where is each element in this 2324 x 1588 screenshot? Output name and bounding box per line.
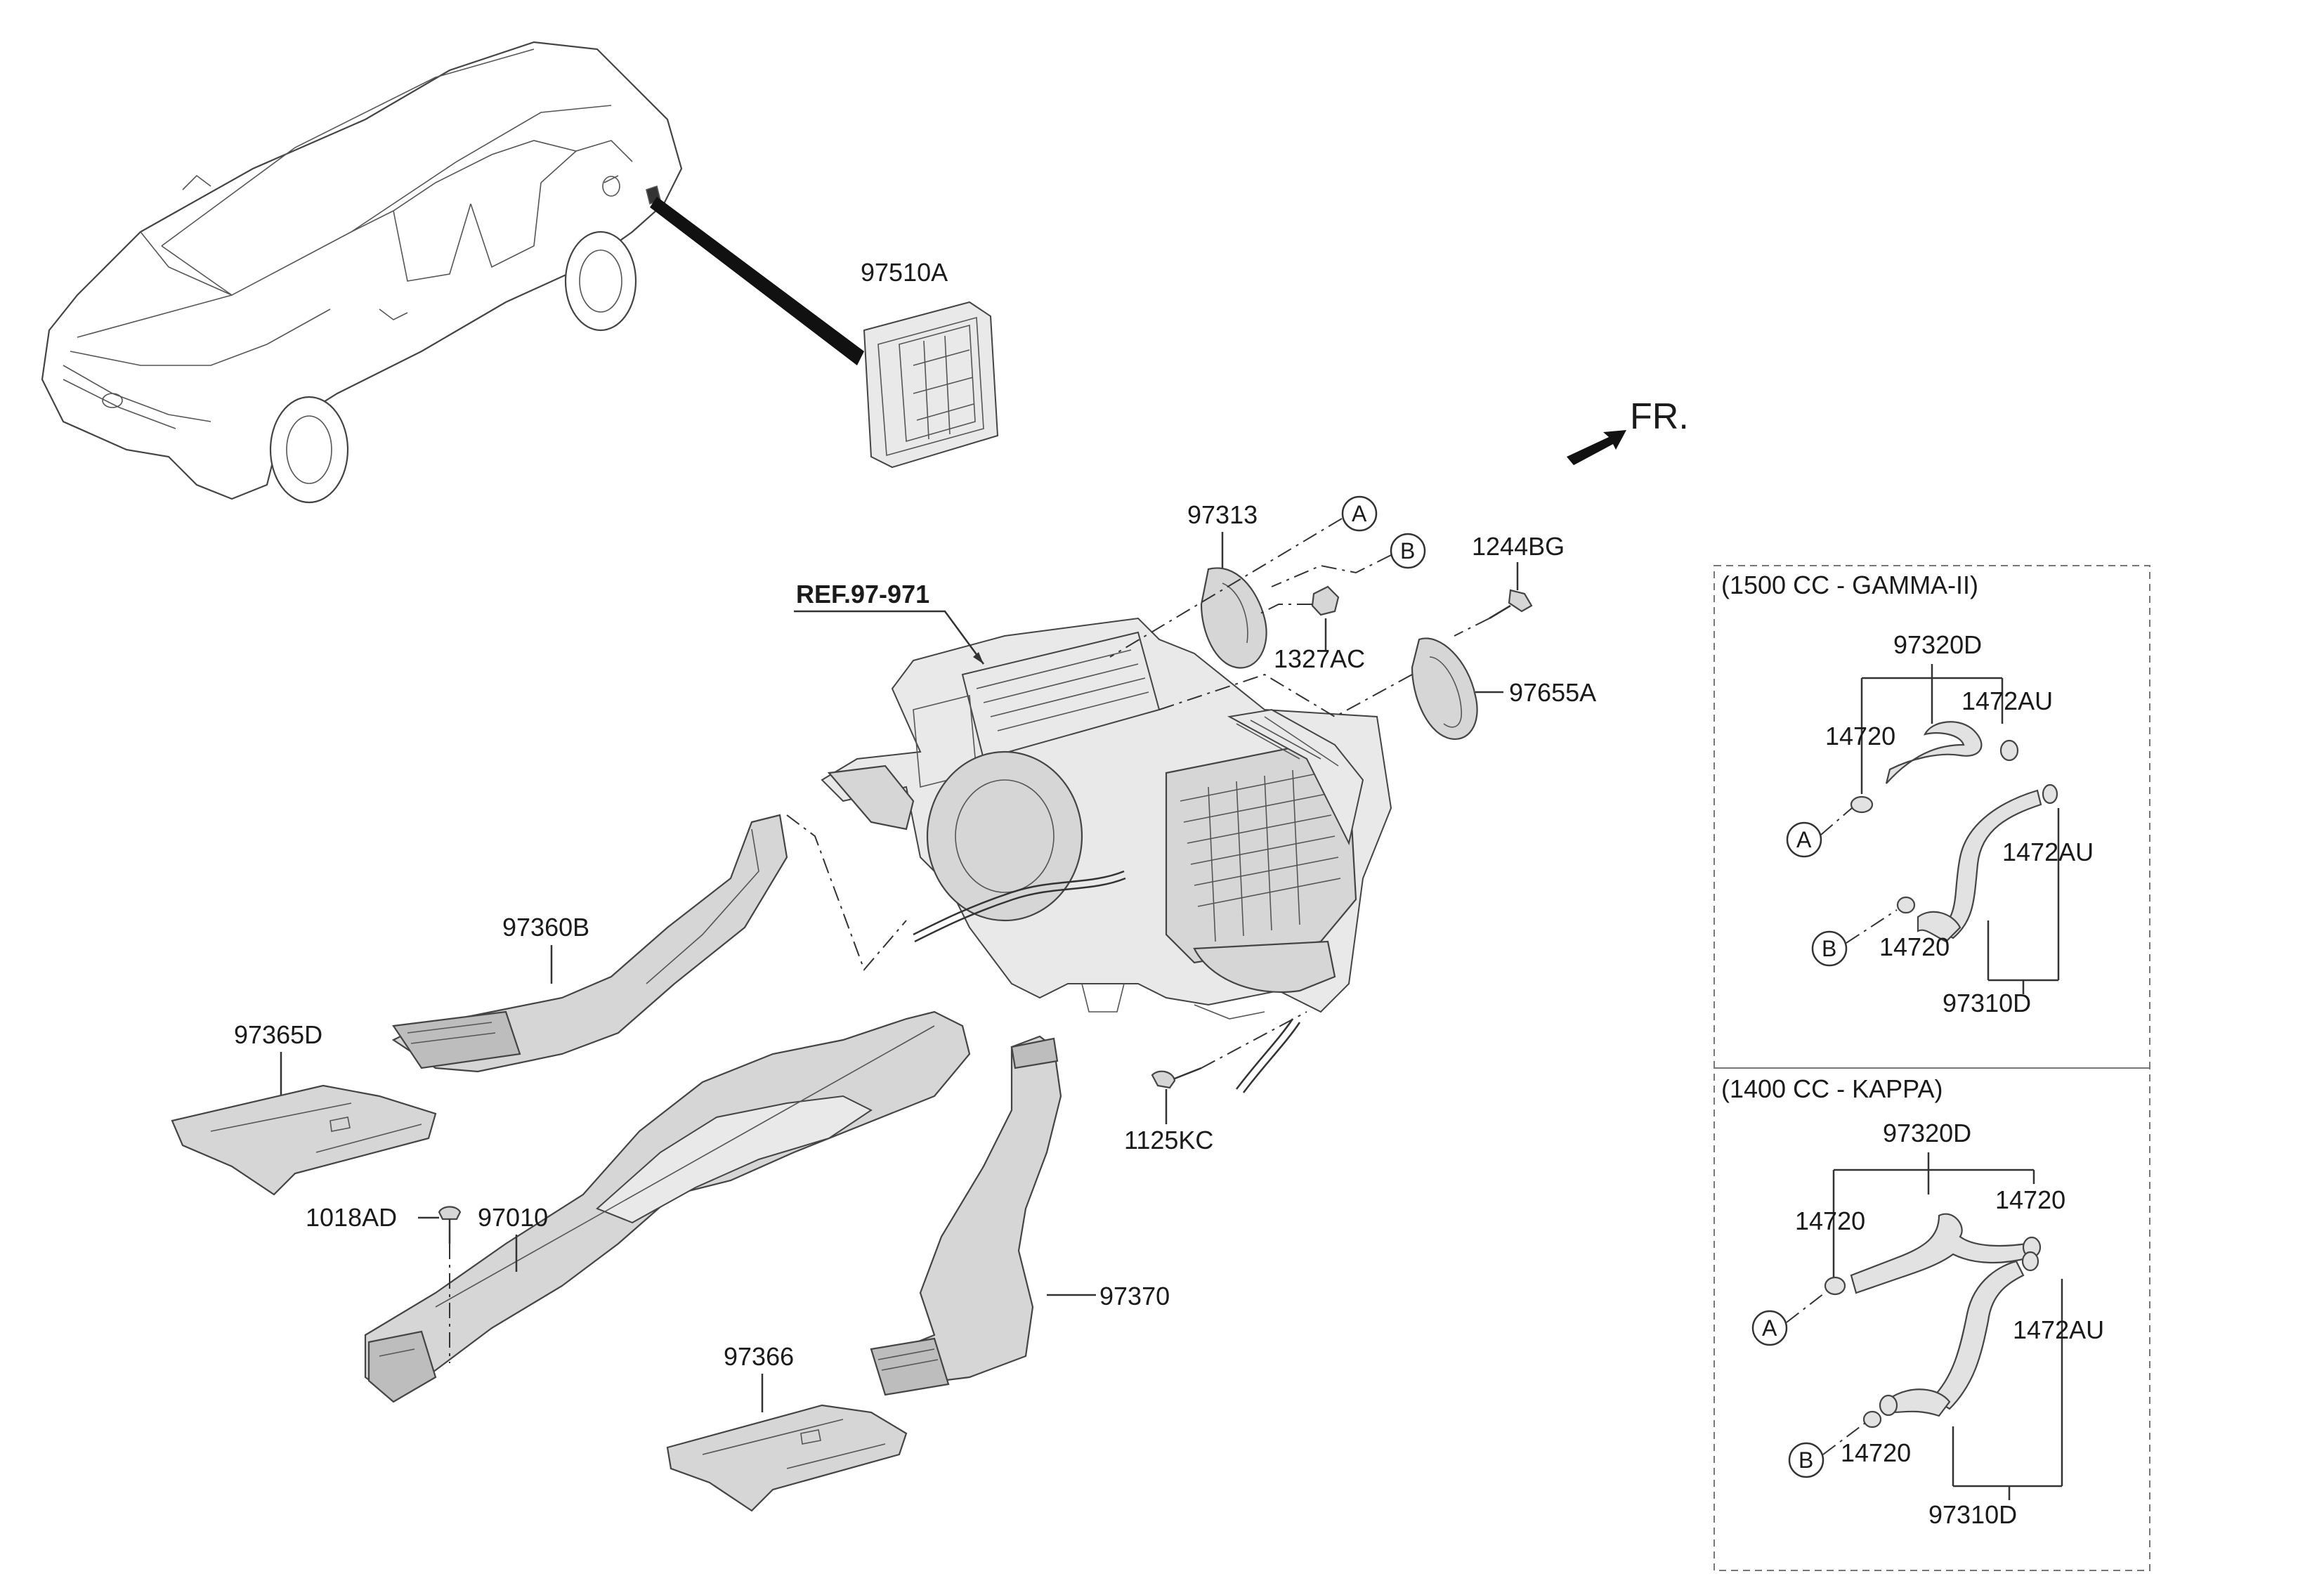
label-circle-b: B <box>1400 538 1415 564</box>
hvac-unit-assembly <box>821 617 1392 1093</box>
label-ref: REF.97-971 <box>796 580 929 608</box>
label-97370: 97370 <box>1099 1282 1170 1310</box>
part-1125KC: 1125KC <box>1124 1011 1307 1154</box>
kappa-label-97310D: 97310D <box>1928 1500 2017 1529</box>
callout-b-main: B <box>1271 533 1426 587</box>
kappa-circle-b: B <box>1799 1447 1813 1473</box>
part-97655A: 97655A <box>1158 637 1596 740</box>
label-97010: 97010 <box>478 1203 548 1232</box>
kappa-label-1472AU: 1472AU <box>2013 1315 2104 1344</box>
gamma-label-14720-top: 14720 <box>1825 722 1895 750</box>
part-97360B: 97360B <box>391 814 907 1073</box>
gamma-circle-b: B <box>1822 936 1836 961</box>
label-97655A: 97655A <box>1509 678 1596 707</box>
label-97360B: 97360B <box>502 913 589 942</box>
gamma-label-97320D: 97320D <box>1893 630 1982 659</box>
label-97365D: 97365D <box>234 1020 322 1049</box>
part-97010: 97010 <box>364 1010 971 1403</box>
gamma-ii-panel: (1500 CC - GAMMA-II) 97320D 1472AU 14720… <box>1713 565 2150 1069</box>
label-97510A: 97510A <box>861 258 948 287</box>
kappa-label-14720-bottom: 14720 <box>1841 1438 1911 1467</box>
part-1244BG: 1244BG <box>1454 532 1565 637</box>
kappa-label-97320D: 97320D <box>1883 1119 1971 1147</box>
gamma-label-1472AU-right: 1472AU <box>2002 838 2094 866</box>
gamma-label-14720-bottom: 14720 <box>1879 932 1950 961</box>
part-97366: 97366 <box>666 1342 908 1512</box>
kappa-panel: (1400 CC - KAPPA) 97320D 14720 14720 147… <box>1713 1067 2150 1571</box>
part-97313: 97313 <box>1187 500 1267 669</box>
reference-callout: REF.97-971 <box>794 580 985 665</box>
gamma-circle-a: A <box>1796 827 1812 852</box>
car-illustration <box>41 41 864 504</box>
vent-97510A: 97510A <box>861 258 999 469</box>
label-1018AD: 1018AD <box>306 1203 397 1232</box>
kappa-circle-a: A <box>1762 1315 1777 1341</box>
callout-a-main: A <box>1109 495 1378 658</box>
kappa-label-14720-left: 14720 <box>1795 1206 1865 1235</box>
part-97365D: 97365D <box>171 1020 437 1196</box>
gamma-label-1472AU-top: 1472AU <box>1961 686 2053 715</box>
label-1327AC: 1327AC <box>1274 644 1365 673</box>
label-1244BG: 1244BG <box>1472 532 1565 561</box>
label-97366: 97366 <box>724 1342 794 1371</box>
label-circle-a: A <box>1352 501 1367 526</box>
gamma-title: (1500 CC - GAMMA-II) <box>1721 571 1978 599</box>
fr-arrow-icon <box>1567 430 1626 465</box>
kappa-title: (1400 CC - KAPPA) <box>1721 1074 1943 1103</box>
gamma-label-97310D: 97310D <box>1943 989 2031 1017</box>
label-1125KC: 1125KC <box>1124 1126 1213 1154</box>
label-97313: 97313 <box>1187 500 1258 529</box>
part-1327AC: 1327AC <box>1257 585 1365 673</box>
kappa-label-14720-right: 14720 <box>1995 1185 2065 1214</box>
label-fr: FR. <box>1630 396 1689 437</box>
part-97370: 97370 <box>870 1035 1170 1396</box>
front-direction-indicator: FR. <box>1567 396 1689 465</box>
part-1018AD: 1018AD <box>306 1203 462 1363</box>
